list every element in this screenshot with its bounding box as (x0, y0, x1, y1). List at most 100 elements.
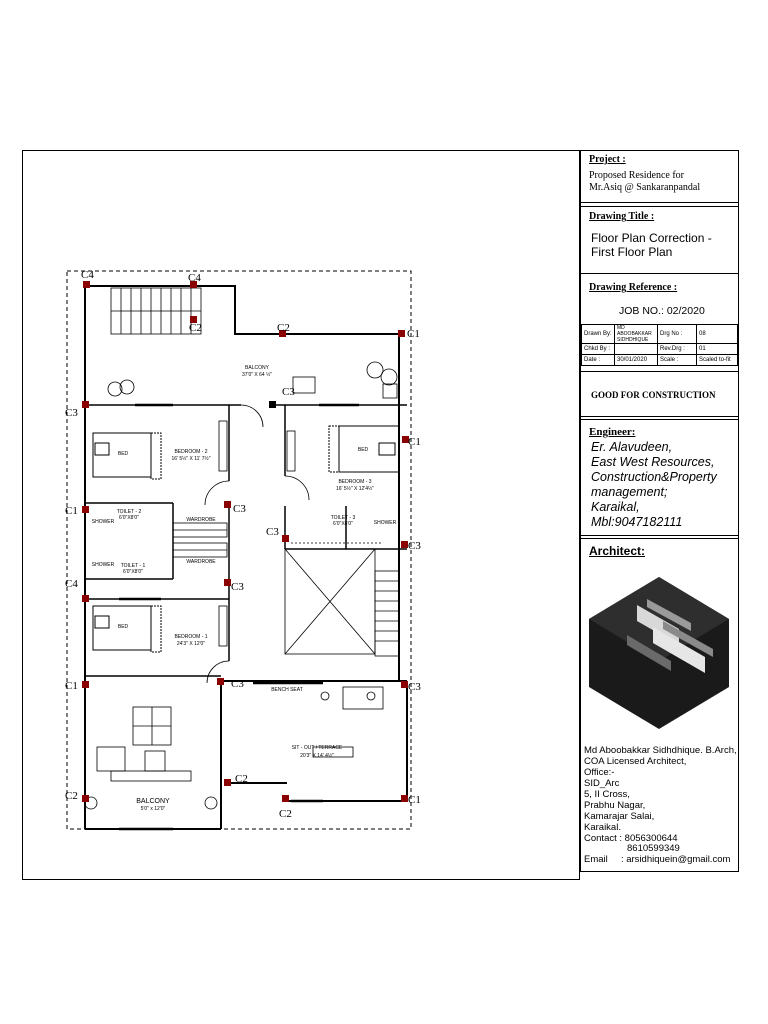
col-label: C3 (231, 581, 244, 593)
room-shower: SHOWER (92, 519, 115, 525)
balcony-bottom-label: BALCONY 5'0" x 12'0" (136, 798, 170, 812)
drawing-ref-label: Drawing Reference : (589, 282, 678, 293)
col-label: C1 (408, 436, 421, 448)
project-line-1: Proposed Residence for (589, 170, 684, 181)
room-bench-seat: BENCH SEAT (271, 687, 303, 693)
room-balcony-bottom-dim: 5'0" x 12'0" (141, 806, 166, 812)
status-section: GOOD FOR CONSTRUCTION (581, 371, 738, 417)
col-label: C3 (408, 540, 421, 552)
engineer-line: Construction&Property (591, 470, 717, 484)
col-label: C4 (81, 269, 94, 281)
col-label: C3 (231, 678, 244, 690)
engineer-line: Mbl:9047182111 (591, 515, 683, 529)
column-labels: C4 C4 C2 C2 C1 C3 C3 C1 C1 C3 C3 C3 C4 C… (65, 269, 421, 820)
doors (204, 404, 310, 684)
room-toilet-1: TOILET - 1 (121, 563, 146, 569)
architect-line: 5, II Cross, (584, 789, 630, 800)
room-bed-label: BED (118, 451, 129, 457)
architect-contact: Contact : 8056300644 (584, 833, 678, 844)
beds (92, 425, 400, 653)
rev-drg-value: 01 (696, 343, 738, 355)
room-bed-label: BED (118, 624, 129, 630)
room-toilet-1-dim: 6'0"X8'0" (123, 569, 143, 575)
architect-logo (589, 577, 729, 729)
wardrobes (172, 420, 296, 647)
construction-status: GOOD FOR CONSTRUCTION (591, 390, 716, 400)
room-toilet-2: TOILET - 2 (117, 509, 142, 515)
engineer-section: Engineer: Er. Alavudeen, East West Resou… (581, 419, 738, 536)
stair-middle (284, 542, 400, 657)
room-labels: BALCONY 37'0" X 64 ½" BEDROOM - 2 16' 5½… (92, 365, 397, 759)
project-line-2: Mr.Asiq @ Sankaranpandal (589, 182, 701, 193)
architect-line: Md Aboobakkar Sidhdhique. B.Arch, (584, 745, 737, 756)
room-shower: SHOWER (92, 562, 115, 568)
architect-section: Architect: Md Aboobakkar Sidhdhique. B.A… (581, 538, 738, 871)
drawing-info-grid: Drawn By: MD ABOOBAKKAR SIDHDHIQUE Drg N… (581, 324, 738, 366)
architect-email: Email : arsidhiquein@gmail.com (584, 854, 731, 865)
plot-boundary (66, 270, 412, 830)
project-section: Project : Proposed Residence for Mr.Asiq… (581, 151, 738, 203)
room-toilet-3-dim: 6'0"X6'0" (333, 521, 353, 527)
architect-line: Karaikal. (584, 822, 621, 833)
room-wardrobe: WARDROBE (186, 559, 216, 565)
room-bedroom-1-dim: 24'3" X 12'0" (177, 641, 205, 647)
architect-line: SID_Arc (584, 778, 620, 789)
col-label: C3 (408, 681, 421, 693)
room-balcony-bottom: BALCONY (136, 798, 170, 805)
sitout-furniture (84, 361, 398, 810)
title-block: Project : Proposed Residence for Mr.Asiq… (580, 150, 739, 872)
col-label: C1 (65, 680, 78, 692)
drawing-title-section: Drawing Title : Floor Plan Correction - … (581, 206, 738, 274)
engineer-line: Er. Alavudeen, (591, 440, 673, 454)
room-wardrobe: WARDROBE (186, 517, 216, 523)
column-markers (82, 281, 409, 802)
architect-line: Prabhu Nagar, (584, 800, 646, 811)
drawing-frame: C4 C4 C2 C2 C1 C3 C3 C1 C1 C3 C3 C3 C4 C… (22, 150, 580, 880)
date-value: 30/01/2020 (614, 354, 658, 366)
drawn-by-label: Drawn By: (581, 324, 615, 344)
col-label: C2 (277, 322, 290, 334)
architect-line: COA Licensed Architect, (584, 756, 687, 767)
date-label: Date : (581, 354, 615, 366)
room-balcony-top-dim: 37'0" X 64 ½" (242, 371, 272, 378)
chkd-by-label: Chkd By : (581, 343, 615, 355)
col-label: C4 (65, 578, 78, 590)
col-label: C4 (188, 272, 201, 284)
col-label: C2 (189, 322, 202, 334)
engineer-label: Engineer: (589, 426, 636, 438)
drawing-reference-section: Drawing Reference : JOB NO.: 02/2020 (581, 276, 738, 324)
room-bedroom-2: BEDROOM - 2 (174, 449, 207, 455)
stair-top (110, 287, 202, 335)
room-bedroom-2-dim: 16' 5½" X 11' 7½" (171, 455, 210, 462)
room-toilet-2-dim: 6'0"X8'0" (119, 515, 139, 521)
drawing-title-line-2: First Floor Plan (591, 245, 673, 259)
col-label: C1 (65, 505, 78, 517)
col-label: C3 (65, 407, 78, 419)
room-shower: SHOWER (374, 520, 397, 526)
job-number: JOB NO.: 02/2020 (619, 305, 705, 317)
engineer-line: Karaikal, (591, 500, 640, 514)
architect-line: Kamarajar Salai, (584, 811, 655, 822)
room-balcony-top: BALCONY (245, 365, 270, 371)
drg-no-label: Drg No : (657, 324, 697, 344)
windows (119, 403, 359, 831)
room-sitout-dim: 20'3" X 14' 4½" (300, 752, 334, 759)
rev-drg-label: Rev.Drg : (657, 343, 697, 355)
room-bed-label: BED (358, 447, 369, 453)
architect-label: Architect: (589, 544, 646, 558)
drawn-by-value: MD ABOOBAKKAR SIDHDHIQUE (614, 324, 658, 344)
col-label: C1 (408, 794, 421, 806)
architect-contact-2: 8610599349 (627, 843, 680, 854)
col-label: C2 (279, 808, 292, 820)
drg-no-value: 08 (696, 324, 738, 344)
col-label: C3 (266, 526, 279, 538)
room-sitout: SIT - OUT / TERRACE (292, 745, 343, 751)
architect-line: Office:- (584, 767, 615, 778)
scale-value: Scaled to-fit (696, 354, 738, 366)
room-bedroom-1: BEDROOM - 1 (174, 634, 207, 640)
col-label: C1 (407, 328, 420, 340)
scale-label: Scale : (657, 354, 697, 366)
engineer-line: East West Resources, (591, 455, 715, 469)
col-label: C3 (282, 386, 295, 398)
room-bedroom-3-dim: 16' 5½" X 12'4½" (336, 485, 374, 492)
